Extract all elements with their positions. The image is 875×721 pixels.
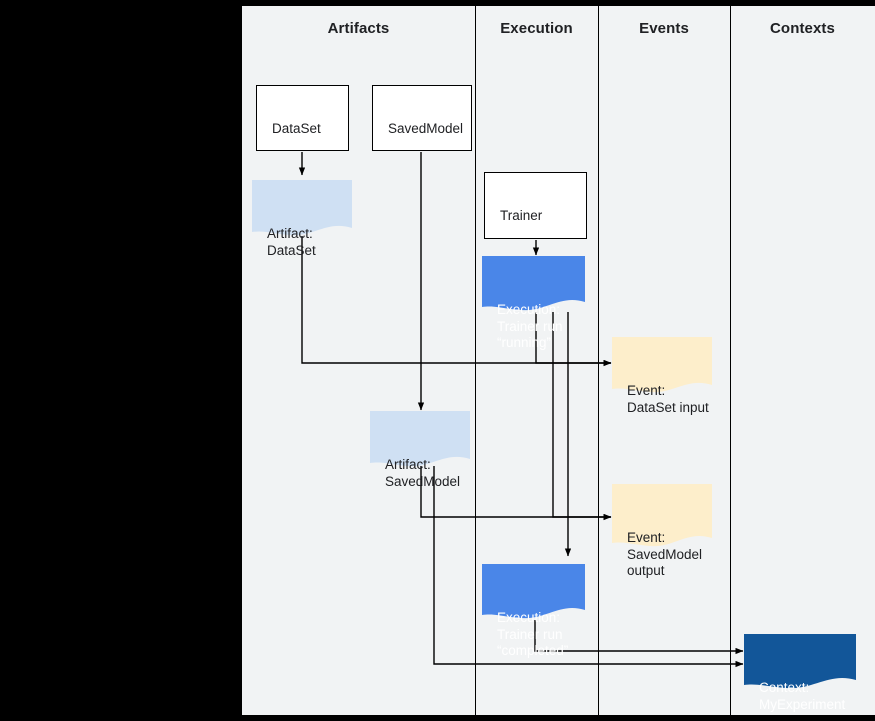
- node-event-savedmodel-output[interactable]: Event: SavedModel output: [612, 484, 712, 578]
- node-context-myexperiment[interactable]: Context: MyExperiment: [744, 634, 856, 712]
- folded-corner-icon: [570, 222, 587, 239]
- node-event-dataset-input[interactable]: Event: DataSet input: [612, 337, 712, 415]
- lane-divider-artifacts-execution: [475, 6, 476, 715]
- node-execution-completed-label: Execution: Trainer run “completed”: [497, 610, 569, 658]
- node-dataset-document[interactable]: DataSet: [256, 85, 349, 151]
- node-execution-running-label: Execution: Trainer run “running”: [497, 302, 563, 350]
- node-context-myexperiment-label: Context: MyExperiment: [759, 680, 846, 712]
- node-artifact-savedmodel[interactable]: Artifact: SavedModel: [370, 411, 470, 489]
- column-header-contexts: Contexts: [770, 20, 835, 37]
- execution-shape: [482, 564, 585, 619]
- edge-execution-running-to-event-savedmodel-output: [552, 312, 612, 521]
- node-execution-running[interactable]: Execution: Trainer run “running”: [482, 256, 585, 350]
- execution-shape: [482, 256, 585, 311]
- event-shape: [612, 337, 712, 393]
- artifact-shape: [370, 411, 470, 467]
- node-artifact-dataset-label: Artifact: DataSet: [267, 226, 316, 258]
- node-savedmodel-document[interactable]: SavedModel: [372, 85, 472, 151]
- node-trainer-document[interactable]: Trainer: [484, 172, 587, 239]
- folded-corner-icon: [332, 134, 349, 151]
- node-execution-completed[interactable]: Execution: Trainer run “completed”: [482, 564, 585, 658]
- node-trainer-document-label: Trainer: [500, 207, 543, 223]
- folded-corner-icon: [455, 134, 472, 151]
- node-artifact-dataset[interactable]: Artifact: DataSet: [252, 180, 352, 258]
- lane-divider-execution-events: [598, 6, 599, 715]
- column-header-events: Events: [639, 20, 689, 37]
- column-header-execution: Execution: [500, 20, 573, 37]
- lane-divider-events-contexts: [730, 6, 731, 715]
- column-header-artifacts: Artifacts: [327, 20, 390, 37]
- node-savedmodel-document-label: SavedModel: [388, 120, 464, 136]
- diagram-canvas: Artifacts Execution Events Contexts: [242, 6, 875, 715]
- artifact-shape: [252, 180, 352, 236]
- node-dataset-document-label: DataSet: [272, 120, 321, 136]
- node-event-dataset-input-label: Event: DataSet input: [627, 383, 709, 415]
- context-shape: [744, 634, 856, 689]
- event-shape: [612, 484, 712, 547]
